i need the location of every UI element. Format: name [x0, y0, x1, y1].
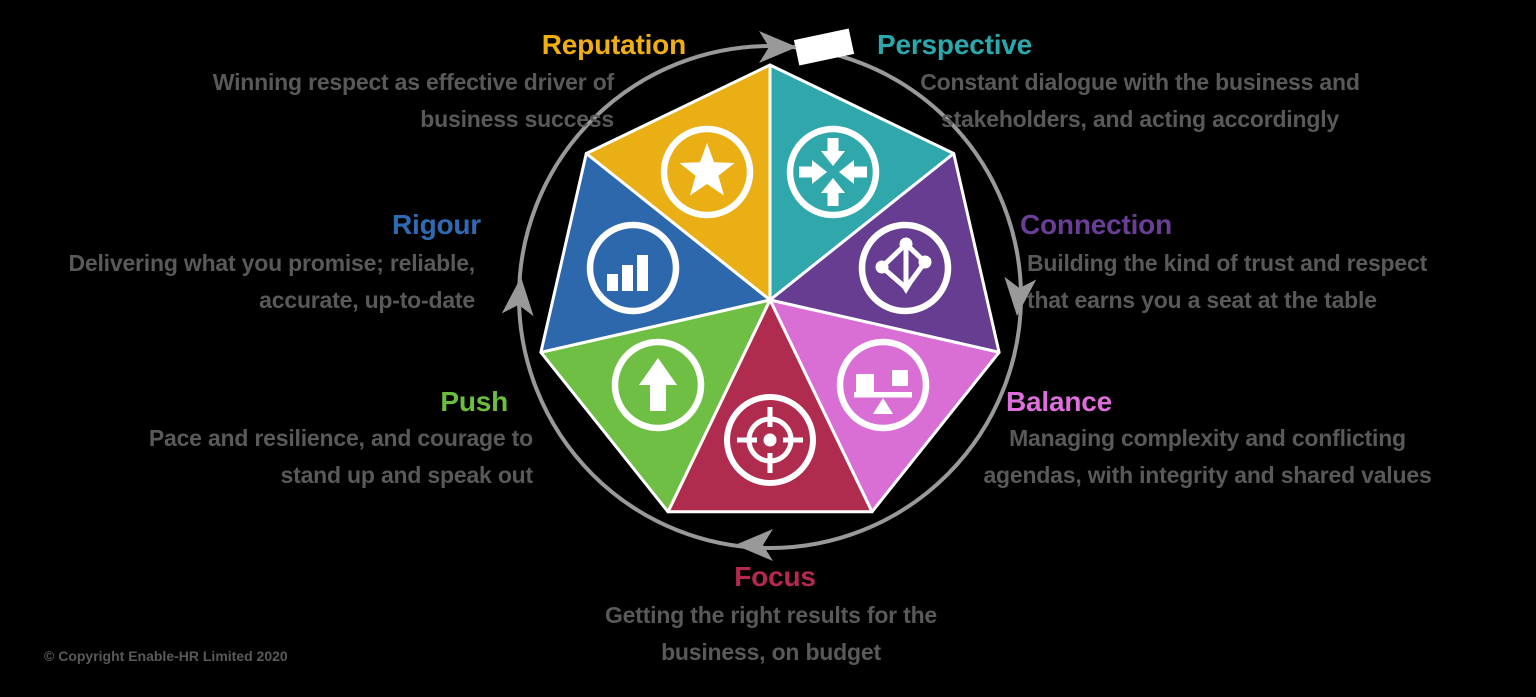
reputation-heading: Reputation: [541, 29, 686, 60]
description-line: that earns you a seat at the table: [1027, 287, 1377, 313]
rigour-description: Delivering what you promise; reliable, a…: [68, 245, 475, 319]
push-heading: Push: [440, 386, 508, 417]
description-line: Winning respect as effective driver of: [212, 69, 614, 95]
description-line: Delivering what you promise; reliable,: [68, 250, 475, 276]
focus-heading: Focus: [734, 561, 816, 592]
description-line: stand up and speak out: [280, 462, 534, 488]
clockwise-arrowheads-icon: [501, 31, 1037, 561]
description-line: business, on budget: [661, 639, 881, 665]
description-line: Pace and resilience, and courage to: [148, 425, 533, 451]
description-line: accurate, up-to-date: [259, 287, 475, 313]
cycle-start-marker: [793, 28, 855, 66]
connection-description: Building the kind of trust and respect t…: [1027, 245, 1427, 319]
balance-description: Managing complexity and conflicting agen…: [970, 420, 1445, 494]
perspective-heading: Perspective: [877, 29, 1033, 60]
balance-scale-icon: [836, 338, 930, 432]
converging-arrows-icon: [786, 125, 880, 219]
target-icon: [724, 394, 816, 486]
description-line: Managing complexity and conflicting: [1009, 425, 1406, 451]
bar-chart-icon: [586, 221, 680, 315]
focus-description: Getting the right results for the busine…: [571, 597, 971, 671]
balance-heading: Balance: [1006, 386, 1112, 417]
copyright-notice: © Copyright Enable-HR Limited 2020: [44, 648, 288, 664]
description-line: Building the kind of trust and respect: [1027, 250, 1428, 276]
description-line: agendas, with integrity and shared value…: [983, 462, 1432, 488]
segment-rigour: [539, 152, 772, 354]
description-line: stakeholders, and acting accordingly: [941, 106, 1339, 132]
rigour-heading: Rigour: [391, 209, 481, 240]
network-nodes-icon: [858, 221, 952, 315]
push-description: Pace and resilience, and courage to stan…: [149, 420, 533, 494]
reputation-description: Winning respect as effective driver of b…: [213, 64, 614, 138]
star-icon: [660, 125, 754, 219]
connection-heading: Connection: [1020, 209, 1172, 240]
perspective-description: Constant dialogue with the business and …: [905, 64, 1375, 138]
up-arrow-icon: [611, 338, 705, 432]
description-line: Getting the right results for the: [604, 602, 938, 628]
description-line: business success: [420, 106, 614, 132]
description-line: Constant dialogue with the business and: [920, 69, 1360, 95]
